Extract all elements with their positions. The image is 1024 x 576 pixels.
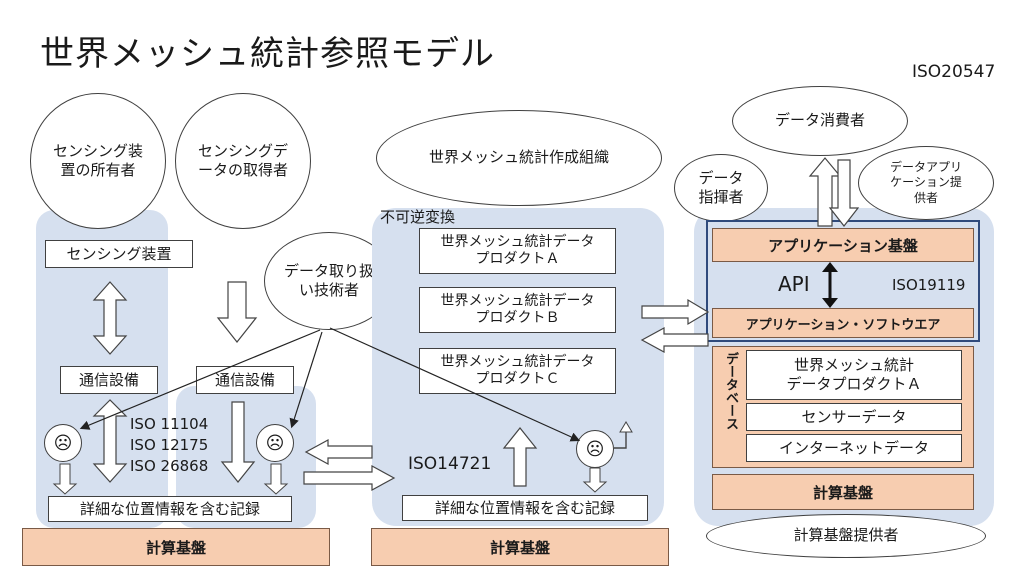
right-to-middle-arrow (640, 326, 709, 354)
mesh-org-ellipse: 世界メッシュ統計作成組織 (376, 110, 662, 206)
iso-19119-label: ISO19119 (892, 276, 966, 294)
db-internet-data: インターネットデータ (746, 434, 962, 462)
page-title: 世界メッシュ統計参照モデル (40, 34, 495, 74)
mesh-product-c-box: 世界メッシュ統計データ プロダクトＣ (419, 348, 616, 394)
app-to-consumer-arrow (808, 157, 842, 227)
device-comm-double-arrow (92, 281, 128, 355)
comm-equipment-box-1: 通信設備 (60, 366, 158, 394)
face-left-small-arrow (52, 463, 78, 495)
handler-line-right (329, 327, 581, 442)
left-to-middle-arrow (303, 464, 396, 492)
compute-platform-right: 計算基盤 (712, 474, 974, 510)
detailed-record-box-left: 詳細な位置情報を含む記録 (48, 496, 292, 522)
mesh-product-b-box: 世界メッシュ統計データ プロダクトＢ (419, 287, 616, 333)
iso-11104-label: ISO 11104 (130, 415, 209, 433)
middle-to-right-arrow (641, 298, 710, 326)
data-commander-ellipse: データ指揮者 (674, 154, 768, 222)
face-right-hook-arrow (614, 432, 627, 449)
iso-26868-label: ISO 26868 (130, 457, 209, 475)
face-right-small-arrow (582, 467, 608, 493)
handler-line-left (79, 329, 321, 430)
app-platform-box: アプリケーション基盤 (712, 228, 974, 262)
worried-face-icon-left: ☹ (44, 424, 82, 462)
data-app-provider-ellipse: データアプリケーション提供者 (858, 146, 994, 220)
sensing-acquirer-ellipse: センシングデータの取得者 (175, 93, 311, 229)
iso-standards-list: ISO 11104 ISO 12175 ISO 26868 (130, 414, 208, 477)
iso-20547-label: ISO20547 (912, 62, 996, 82)
db-mesh-product-a: 世界メッシュ統計 データプロダクトＡ (746, 350, 962, 400)
database-label: データベース (723, 352, 738, 430)
handler-line-middle (289, 331, 323, 429)
acquirer-down-arrow (216, 281, 258, 343)
data-consumer-ellipse: データ消費者 (732, 86, 908, 156)
iso-14721-label: ISO14721 (408, 454, 492, 474)
consumer-to-app-arrow (828, 159, 860, 227)
compute-provider-ellipse: 計算基盤提供者 (706, 514, 986, 558)
app-software-box: アプリケーション・ソフトウエア (712, 308, 974, 338)
worried-face-icon-middle: ☹ (256, 424, 294, 462)
mesh-product-a-box: 世界メッシュ統計データ プロダクトＡ (419, 228, 616, 274)
sensing-device-box: センシング装置 (45, 240, 193, 268)
compute-platform-middle: 計算基盤 (371, 528, 669, 566)
comm2-down-arrow (220, 401, 256, 483)
sensing-owner-ellipse: センシング装置の所有者 (30, 93, 166, 229)
iso-12175-label: ISO 12175 (130, 436, 209, 454)
middle-up-arrow (502, 427, 538, 487)
irreversible-transform-label: 不可逆変換 (380, 208, 456, 226)
detailed-record-box-middle: 詳細な位置情報を含む記録 (402, 495, 648, 521)
comm-record-double-arrow (92, 399, 128, 483)
db-sensor-data: センサーデータ (746, 403, 962, 431)
api-label: API (778, 272, 810, 296)
left-from-middle-arrow (304, 438, 373, 466)
comm-equipment-box-2: 通信設備 (196, 366, 294, 394)
face-mid-small-arrow (263, 463, 289, 495)
worried-face-icon-right: ☹ (576, 430, 614, 468)
compute-platform-left: 計算基盤 (22, 528, 330, 566)
